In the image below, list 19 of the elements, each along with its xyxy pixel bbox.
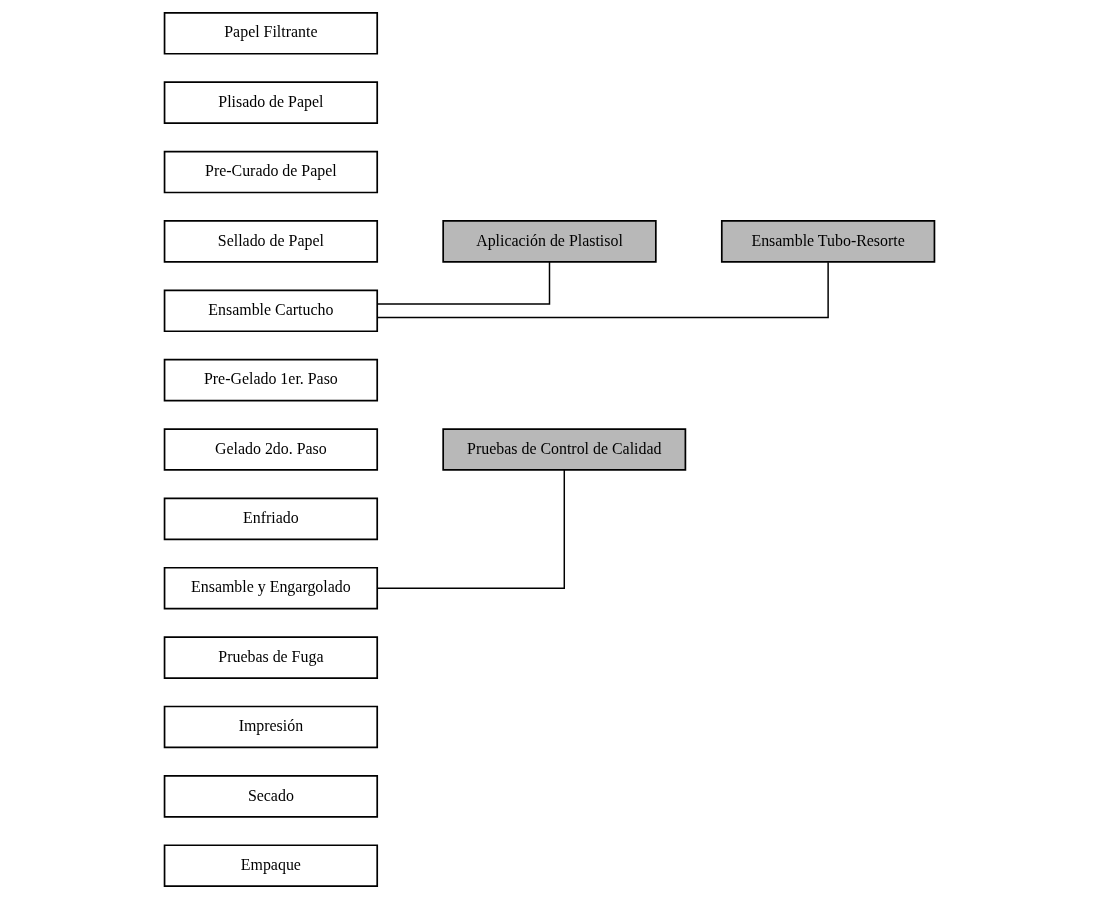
node-box: Pruebas de Control de Calidad [441, 428, 686, 471]
node-box: Ensamble Cartucho [163, 289, 378, 333]
node-box: Pre-Gelado 1er. Paso [163, 358, 378, 402]
node-box: Papel Filtrante [163, 11, 378, 55]
node-box: Ensamble Tubo-Resorte [720, 220, 935, 263]
node-box: Enfriado [163, 497, 378, 541]
node-box: Impresión [163, 705, 378, 749]
connector [376, 469, 565, 589]
node-box: Pre-Curado de Papel [163, 150, 378, 194]
node-box: Aplicación de Plastisol [441, 220, 657, 263]
connector [376, 261, 550, 305]
node-box: Sellado de Papel [163, 220, 378, 263]
node-box: Pruebas de Fuga [163, 636, 378, 679]
node-box: Plisado de Papel [163, 81, 378, 124]
connector [376, 261, 829, 319]
node-box: Ensamble y Engargolado [163, 566, 378, 610]
node-box: Secado [163, 775, 378, 818]
node-box: Empaque [163, 844, 378, 888]
node-box: Gelado 2do. Paso [163, 428, 378, 471]
